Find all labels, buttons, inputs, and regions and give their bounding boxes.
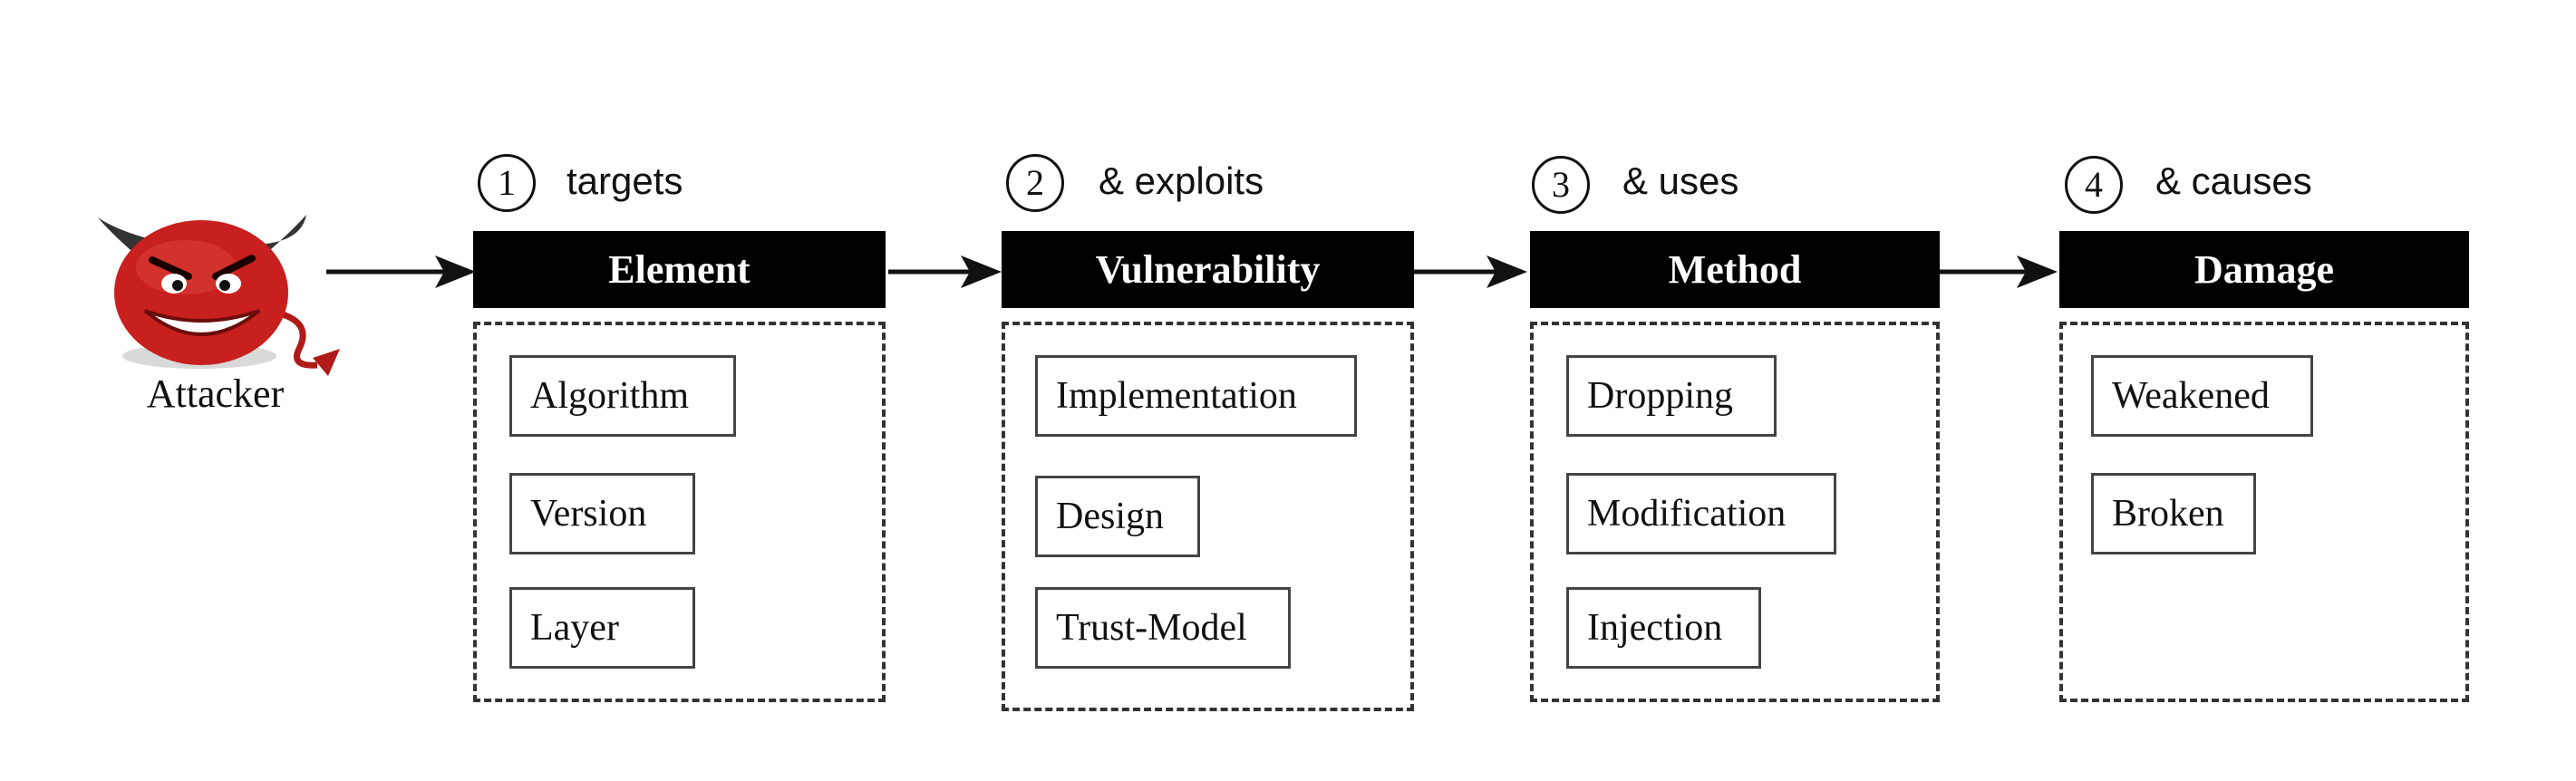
step-number-3: 3 <box>1532 156 1590 214</box>
option-design: Design <box>1035 476 1200 557</box>
stage-header-method: Method <box>1530 231 1940 308</box>
stage-box-method <box>1530 322 1940 702</box>
option-version: Version <box>509 473 695 554</box>
arrow-attacker-to-element <box>326 256 476 288</box>
option-trust-model: Trust-Model <box>1035 587 1291 669</box>
arrow-vulnerability-to-method <box>1414 256 1527 288</box>
option-dropping: Dropping <box>1566 355 1777 437</box>
option-weakened: Weakened <box>2091 355 2313 437</box>
option-modification: Modification <box>1566 473 1836 554</box>
stage-box-vulnerability <box>1002 322 1414 711</box>
stage-box-element <box>473 322 886 702</box>
option-implementation: Implementation <box>1035 355 1357 437</box>
attacker-label: Attacker <box>146 371 285 416</box>
step-label-uses: & uses <box>1622 159 1739 202</box>
stage-header-vulnerability: Vulnerability <box>1002 231 1414 308</box>
step-number-4: 4 <box>2065 156 2123 214</box>
option-algorithm: Algorithm <box>509 355 736 437</box>
stage-header-damage: Damage <box>2059 231 2469 308</box>
stage-box-damage <box>2059 322 2469 702</box>
option-injection: Injection <box>1566 587 1761 669</box>
step-label-targets: targets <box>567 159 683 202</box>
step-label-causes: & causes <box>2155 159 2312 202</box>
option-layer: Layer <box>509 587 695 669</box>
devil-icon <box>98 215 340 376</box>
step-number-2: 2 <box>1006 154 1064 212</box>
arrow-method-to-damage <box>1940 256 2058 288</box>
step-number-1: 1 <box>478 154 536 212</box>
step-label-exploits: & exploits <box>1099 159 1264 202</box>
arrow-element-to-vulnerability <box>888 256 1002 288</box>
option-broken: Broken <box>2091 473 2256 554</box>
stage-header-element: Element <box>473 231 886 308</box>
